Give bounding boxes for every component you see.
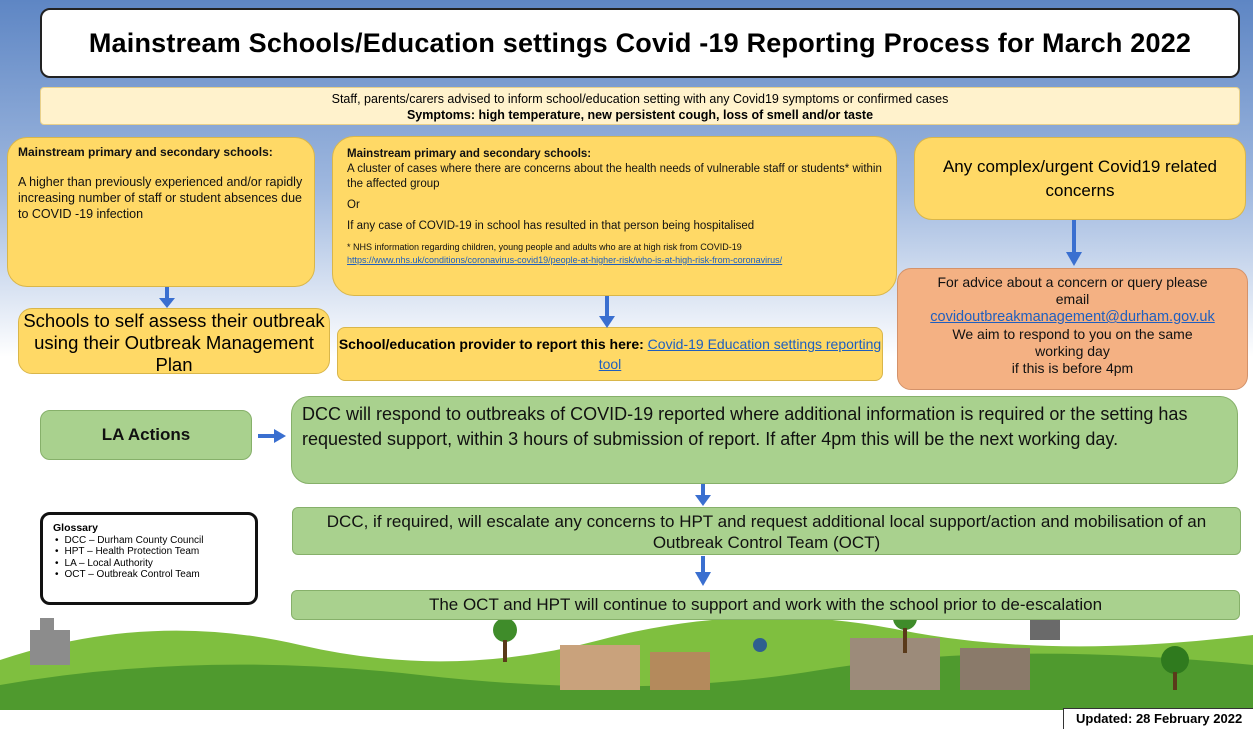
email-link[interactable]: covidoutbreakmanagement@durham.gov.uk xyxy=(930,309,1215,325)
arrow-down-icon xyxy=(159,287,175,308)
email-line5: if this is before 4pm xyxy=(1011,360,1134,376)
symptoms-line: Symptoms: high temperature, new persiste… xyxy=(406,108,874,122)
updated-label: Updated: 28 February 2022 xyxy=(1063,708,1253,729)
absence-text: A higher than previously experienced and… xyxy=(18,175,303,221)
email-line3: We aim to respond to you on the same xyxy=(952,326,1193,342)
email-line1: For advice about a concern or query plea… xyxy=(937,274,1208,290)
absence-trigger-box: Mainstream primary and secondary schools… xyxy=(7,137,315,287)
report-box: School/education provider to report this… xyxy=(337,327,883,381)
arrow-down-icon xyxy=(599,296,615,328)
dcc-respond-box: DCC will respond to outbreaks of COVID-1… xyxy=(291,396,1238,484)
glossary-item: LA – Local Authority xyxy=(65,558,245,570)
nhs-note: * NHS information regarding children, yo… xyxy=(347,242,742,252)
la-actions-label: LA Actions xyxy=(40,410,252,460)
email-line2: email xyxy=(1055,291,1090,307)
hospital-text: If any case of COVID-19 in school has re… xyxy=(347,220,755,232)
arrow-right-icon xyxy=(258,429,286,443)
oct-support-box: The OCT and HPT will continue to support… xyxy=(291,590,1240,620)
nhs-link[interactable]: https://www.nhs.uk/conditions/coronaviru… xyxy=(347,255,783,265)
arrow-down-icon xyxy=(1066,220,1082,266)
vulnerable-cluster-box: Mainstream primary and secondary schools… xyxy=(332,136,897,296)
glossary-item: DCC – Durham County Council xyxy=(65,535,245,547)
page-title: Mainstream Schools/Education settings Co… xyxy=(40,8,1240,78)
dcc-escalate-box: DCC, if required, will escalate any conc… xyxy=(292,507,1241,555)
cluster-or: Or xyxy=(347,199,360,211)
complex-concerns-box: Any complex/urgent Covid19 related conce… xyxy=(914,137,1246,220)
advice-banner: Staff, parents/carers advised to inform … xyxy=(40,87,1240,125)
email-advice-box: For advice about a concern or query plea… xyxy=(897,268,1248,390)
advice-line: Staff, parents/carers advised to inform … xyxy=(331,92,949,106)
glossary-box: Glossary DCC – Durham County Council HPT… xyxy=(40,512,258,605)
cluster-text: A cluster of cases where there are conce… xyxy=(347,163,882,190)
glossary-heading: Glossary xyxy=(53,522,98,534)
glossary-item: OCT – Outbreak Control Team xyxy=(65,569,245,581)
arrow-down-icon xyxy=(695,484,711,506)
absence-heading: Mainstream primary and secondary schools… xyxy=(18,145,273,159)
self-assess-box: Schools to self assess their outbreak us… xyxy=(18,308,330,375)
email-line4: working day xyxy=(1035,343,1110,359)
arrow-down-icon xyxy=(695,556,711,586)
report-text: School/education provider to report this… xyxy=(338,336,648,352)
glossary-item: HPT – Health Protection Team xyxy=(65,546,245,558)
cluster-heading: Mainstream primary and secondary schools… xyxy=(347,148,592,160)
reporting-tool-link[interactable]: Covid-19 Education settings reporting to… xyxy=(598,336,882,372)
